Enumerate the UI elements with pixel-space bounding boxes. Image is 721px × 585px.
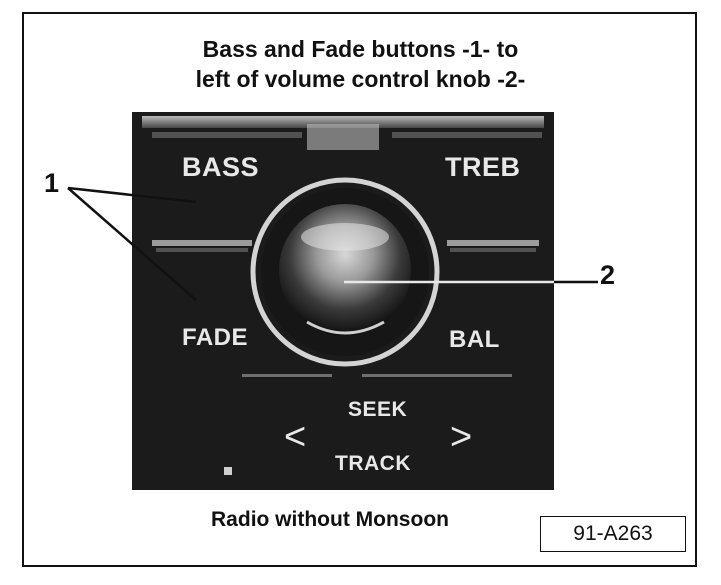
right-button-separator-shadow [450,248,536,252]
lower-divider-left [242,374,332,377]
top-right-edge [392,132,542,138]
top-trim [142,116,544,128]
callout-number-2: 2 [600,260,616,290]
knob-ring [250,177,440,367]
treble-button-label: TREB [445,152,521,182]
balance-button-label: BAL [449,326,500,353]
callout-number-1: 1 [44,168,60,198]
title-line-2: left of volume control knob -2- [195,66,526,92]
small-indicator [224,467,232,475]
title-line-1: Bass and Fade buttons -1- to [202,36,519,62]
fade-button-label: FADE [182,324,249,351]
figure-caption: Radio without Monsoon [211,508,449,531]
radio-photo: BASS TREB FADE BAL SEEK TRACK < > [132,112,554,490]
seek-label: SEEK [348,398,408,421]
chevron-left-icon: < [284,416,307,458]
left-button-separator [152,240,252,246]
right-button-separator [447,240,539,246]
track-label: TRACK [335,452,411,475]
chevron-right-icon: > [450,416,473,458]
left-button-separator-shadow [156,248,248,252]
radio-photo-graphics [132,112,554,490]
bass-button-label: BASS [182,152,260,182]
lower-divider-right [362,374,512,377]
top-center-badge [307,124,379,150]
reference-code-box: 91-A263 [540,516,686,552]
knob-highlight [301,223,389,251]
figure-title: Bass and Fade buttons -1- to left of vol… [0,34,721,94]
knob-lower-reflection [306,320,385,335]
top-left-edge [152,132,302,138]
